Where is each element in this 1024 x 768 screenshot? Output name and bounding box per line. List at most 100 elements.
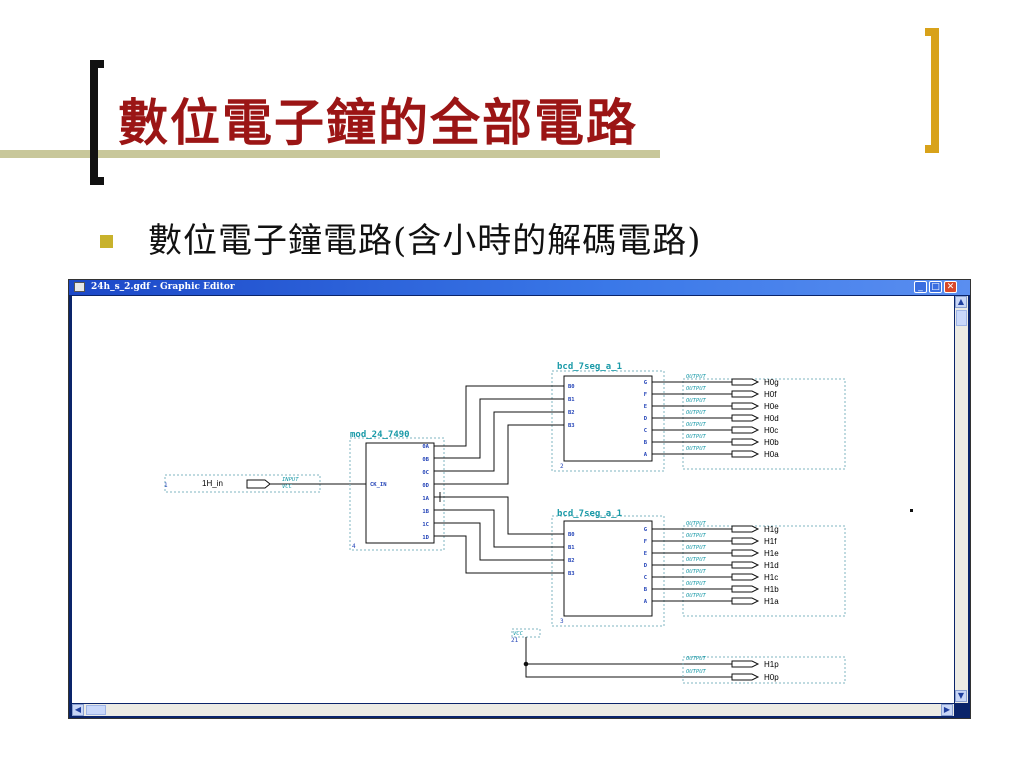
decoder2-out-pin-c: C xyxy=(644,575,647,581)
output-pin-h0b[interactable] xyxy=(731,438,760,446)
minimize-button[interactable]: _ xyxy=(914,281,927,293)
output-name-h1a: H1a xyxy=(764,597,779,606)
close-button[interactable]: ✕ xyxy=(944,281,957,293)
decoder1-name: bcd_7seg_a_1 xyxy=(557,362,622,372)
window-title: 24h_s_2.gdf - Graphic Editor xyxy=(91,282,235,292)
output-type-label: OUTPUT xyxy=(686,557,707,563)
output-type-label: OUTPUT xyxy=(686,434,707,440)
decoder1-in-pin-b1: B1 xyxy=(568,397,575,403)
output-pin-h1d[interactable] xyxy=(731,561,760,569)
window-titlebar[interactable]: 24h_s_2.gdf - Graphic Editor _ □ ✕ xyxy=(69,280,970,295)
decoder1-block[interactable] xyxy=(563,375,653,462)
decoder2-name: bcd_7seg_a_1 xyxy=(557,509,622,519)
counter-pin-0d: 0D xyxy=(422,483,429,489)
output-pin-h1f[interactable] xyxy=(731,537,760,545)
title-underline xyxy=(0,150,660,158)
scroll-down-button[interactable]: ▼ xyxy=(955,690,967,702)
output-type-label: OUTPUT xyxy=(686,656,707,662)
decoder2-in-pin-b0: B0 xyxy=(568,532,575,538)
output-type-label: OUTPUT xyxy=(686,410,707,416)
horizontal-scroll-thumb[interactable] xyxy=(86,705,106,715)
output-type-label: OUTPUT xyxy=(686,374,707,380)
counter-dashed-box xyxy=(349,437,445,551)
output-type-label: OUTPUT xyxy=(686,521,707,527)
decoder1-out-pin-d: D xyxy=(644,416,648,422)
output-symbols xyxy=(731,378,760,681)
stray-dot xyxy=(910,509,913,512)
output-type-label: OUTPUT xyxy=(686,398,707,404)
decoder1-out-pin-g: G xyxy=(644,380,648,386)
output-name-h0g: H0g xyxy=(764,378,779,387)
decoder2-in-pin-b1: B1 xyxy=(568,545,575,551)
decoder2-in-pin-b2: B2 xyxy=(568,558,575,564)
output-name-h1e: H1e xyxy=(764,549,779,558)
decoder2-instance: 3 xyxy=(560,618,564,625)
counter-block[interactable] xyxy=(365,442,435,544)
output-type-label: OUTPUT xyxy=(686,581,707,587)
vertical-scrollbar[interactable]: ▲ ▼ xyxy=(955,296,968,703)
output-pin-h0g[interactable] xyxy=(731,378,760,386)
maximize-button[interactable]: □ xyxy=(929,281,942,293)
output-type-label: OUTPUT xyxy=(686,593,707,599)
right-bracket-decoration xyxy=(925,28,939,153)
output-pin-h1a[interactable] xyxy=(731,597,760,605)
bullet-square-icon xyxy=(100,235,113,248)
output-pin-h1g[interactable] xyxy=(731,525,760,533)
output-name-h0c: H0c xyxy=(764,426,778,435)
counter-clock-pin: CK_IN xyxy=(370,482,387,488)
decoder1-in-pin-b3: B3 xyxy=(568,423,575,429)
counter-pin-0a: 0A xyxy=(422,444,429,450)
counter-pin-1b: 1B xyxy=(422,509,429,515)
scroll-left-button[interactable]: ◀ xyxy=(72,704,84,716)
input-pin-symbol[interactable] xyxy=(246,479,271,489)
decoder2-out-pin-a: A xyxy=(644,599,648,605)
scroll-right-button[interactable]: ▶ xyxy=(941,704,953,716)
output-pin-h0c[interactable] xyxy=(731,426,760,434)
output-wires xyxy=(652,381,732,678)
scroll-up-button[interactable]: ▲ xyxy=(955,296,967,308)
output-type-label: OUTPUT xyxy=(686,386,707,392)
decoder2-dashed-box xyxy=(551,515,665,627)
output-name-h1c: H1c xyxy=(764,573,778,582)
decoder1-instance: 2 xyxy=(560,463,564,470)
output-name-h0p: H0p xyxy=(764,673,779,682)
output-name-h1g: H1g xyxy=(764,525,779,534)
output-pin-h1c[interactable] xyxy=(731,573,760,581)
counter-pin-0c: 0C xyxy=(422,470,429,476)
slide-title: 數位電子鐘的全部電路 xyxy=(118,93,638,152)
output-name-h1f: H1f xyxy=(764,537,777,546)
vertical-scroll-thumb[interactable] xyxy=(956,310,967,326)
vcc-source-label: VCC xyxy=(513,631,524,637)
output-pin-h0e[interactable] xyxy=(731,402,760,410)
output-name-h0f: H0f xyxy=(764,390,777,399)
decoder2-out-pin-e: E xyxy=(644,551,647,557)
output-pin-h0d[interactable] xyxy=(731,414,760,422)
decoder2-block[interactable] xyxy=(563,520,653,617)
counter-pin-0b: 0B xyxy=(422,457,429,463)
counter-pin-1c: 1C xyxy=(422,522,429,528)
output-pin-h1e[interactable] xyxy=(731,549,760,557)
vcc-source-number: 21 xyxy=(511,637,519,644)
output-pin-h1p[interactable] xyxy=(731,660,760,668)
decoder2-out-pin-d: D xyxy=(644,563,648,569)
output-pin-h1b[interactable] xyxy=(731,585,760,593)
output-pin-h0f[interactable] xyxy=(731,390,760,398)
decoder1-in-pin-b0: B0 xyxy=(568,384,575,390)
horizontal-scrollbar[interactable]: ◀ ▶ xyxy=(72,704,954,716)
app-icon[interactable] xyxy=(74,282,85,292)
output-pin-h0p[interactable] xyxy=(731,673,760,681)
counter-pin-1d: 1D xyxy=(422,535,429,541)
decoder1-in-pin-b2: B2 xyxy=(568,410,575,416)
output-name-h0a: H0a xyxy=(764,450,779,459)
output-type-label: OUTPUT xyxy=(686,422,707,428)
input-pin-dashed-box xyxy=(164,474,321,493)
decoder1-out-pin-f: F xyxy=(644,392,647,398)
counter-pin-1a: 1A xyxy=(422,496,429,502)
output-pin-h0a[interactable] xyxy=(731,450,760,458)
output-name-h0e: H0e xyxy=(764,402,779,411)
output-type-label: OUTPUT xyxy=(686,545,707,551)
decoder1-out-pin-c: C xyxy=(644,428,647,434)
